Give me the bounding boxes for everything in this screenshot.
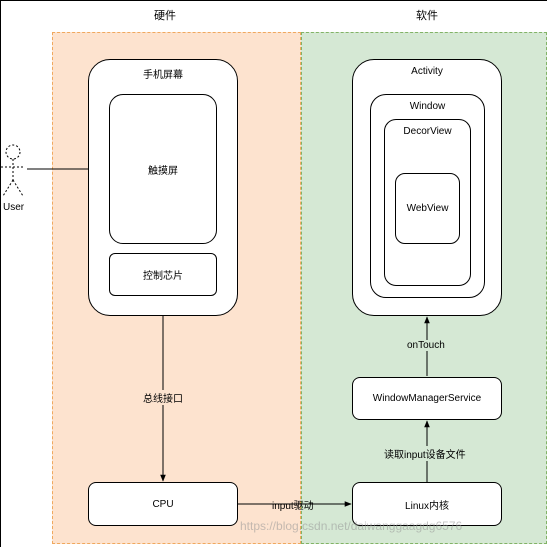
left-border — [0, 0, 1, 547]
web-view-label: WebView — [406, 203, 449, 214]
cpu-box: CPU — [88, 482, 238, 526]
touch-screen-box: 触摸屏 — [109, 94, 217, 244]
cpu-label: CPU — [152, 498, 174, 510]
user-actor-icon — [1, 144, 25, 197]
input-driver-label: input驱动 — [272, 501, 314, 512]
control-chip-label: 控制芯片 — [143, 271, 183, 282]
linux-kernel-box: Linux内核 — [352, 482, 502, 526]
window-label: Window — [409, 101, 446, 112]
hardware-section-title: 硬件 — [154, 10, 176, 22]
user-label: User — [3, 202, 25, 213]
activity-label: Activity — [411, 66, 443, 77]
wms-box: WindowManagerService — [352, 377, 502, 420]
watermark: https://blog.csdn.net/daiwanggaagdg6576 — [240, 519, 463, 533]
decor-view-label: DecorView — [403, 126, 452, 137]
wms-label: WindowManagerService — [372, 393, 482, 404]
bus-interface-label: 总线接口 — [143, 390, 183, 405]
touch-screen-label: 触摸屏 — [148, 165, 178, 177]
read-input-label: 读取input设备文件 — [384, 446, 466, 461]
software-section-title: 软件 — [416, 10, 438, 22]
web-view-box: WebView — [395, 173, 460, 244]
linux-kernel-label: Linux内核 — [405, 500, 449, 512]
phone-screen-label: 手机屏幕 — [143, 70, 183, 81]
on-touch-label: onTouch — [407, 340, 445, 351]
top-border — [0, 0, 547, 1]
control-chip-box: 控制芯片 — [109, 253, 217, 296]
